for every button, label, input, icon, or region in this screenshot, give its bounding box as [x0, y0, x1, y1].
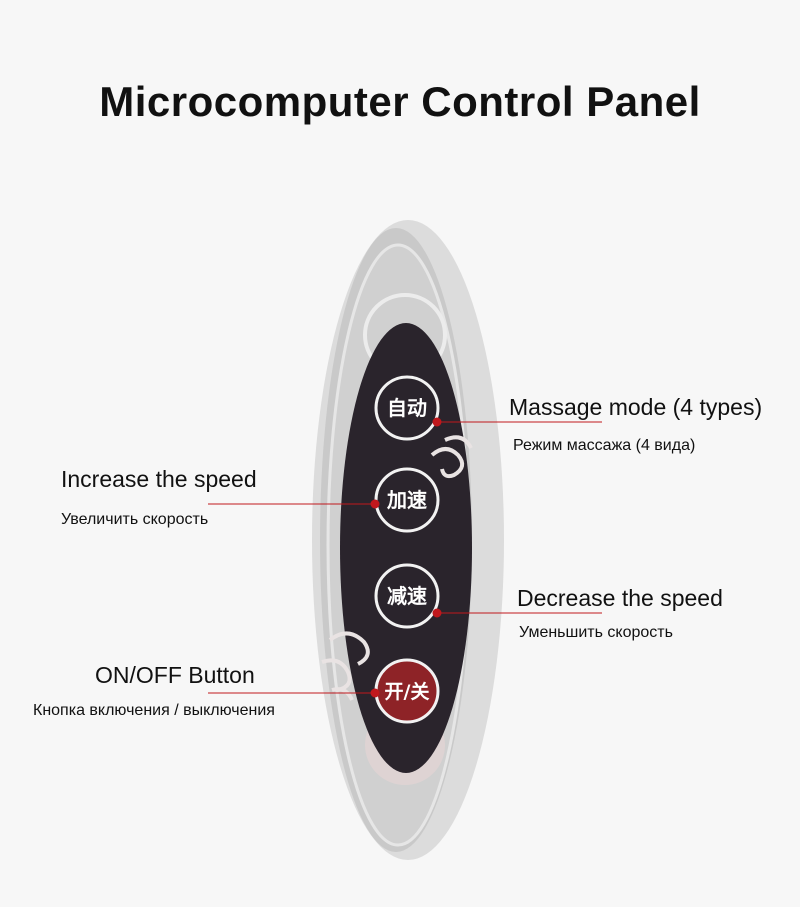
page-title: Microcomputer Control Panel [99, 78, 701, 125]
auto-mode-button[interactable]: 自动 [374, 375, 440, 441]
swirl-ornament-left [321, 631, 370, 701]
massage-mode-label-ru: Режим массажа (4 вида) [513, 437, 696, 454]
leader-dot-onoff [370, 688, 380, 698]
massage-mode-label: Massage mode (4 types) [509, 394, 763, 420]
onoff-button-label: ON/OFF Button [95, 662, 255, 688]
leader-dot-decrease [432, 608, 442, 618]
power-button[interactable]: 开/关 [374, 658, 440, 724]
dark-panel [340, 323, 472, 773]
increase-speed-label-ru: Увеличить скорость [61, 511, 209, 528]
speed-up-button-label: 加速 [386, 488, 427, 512]
onoff-button-label-ru: Кнопка включения / выключения [33, 702, 275, 719]
auto-button-label: 自动 [387, 396, 427, 420]
speed-down-button[interactable]: 减速 [374, 563, 440, 629]
increase-speed-label: Increase the speed [61, 466, 257, 492]
speed-up-button[interactable]: 加速 [374, 467, 440, 533]
leader-dot-massage-mode [432, 417, 442, 427]
power-button-label: 开/关 [385, 680, 430, 703]
speed-down-button-label: 减速 [387, 584, 427, 608]
decrease-speed-label-ru: Уменьшить скорость [519, 624, 673, 641]
leader-dot-increase [370, 499, 380, 509]
swirl-ornament-right [430, 435, 473, 479]
decrease-speed-label: Decrease the speed [517, 585, 723, 611]
